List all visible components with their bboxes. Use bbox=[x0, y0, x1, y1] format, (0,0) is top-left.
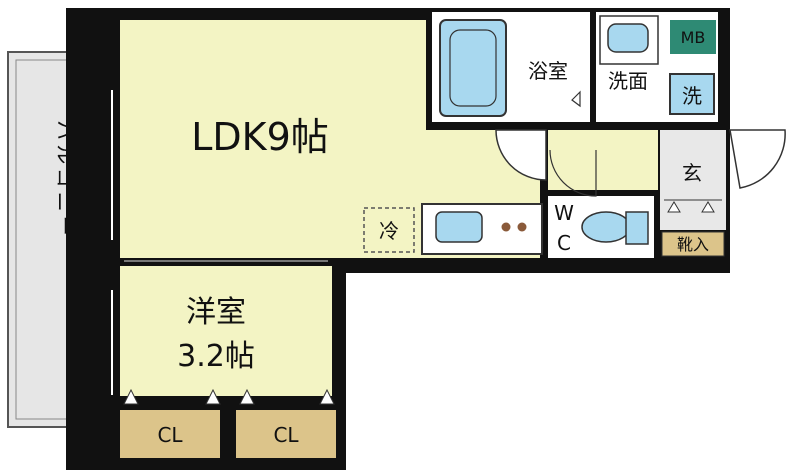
entrance-door bbox=[729, 129, 786, 189]
wc-label-w: W bbox=[554, 201, 574, 225]
shoe-box-label: 靴入 bbox=[677, 235, 709, 254]
western-room-label: 洋室 bbox=[186, 295, 246, 330]
closet-right-label: CL bbox=[273, 423, 299, 447]
bath-label: 浴室 bbox=[528, 59, 568, 83]
fridge-space: 冷 bbox=[363, 207, 415, 253]
sink-icon bbox=[435, 211, 483, 243]
ldk-label: LDK9帖 bbox=[191, 115, 329, 159]
entrance: 玄 靴入 bbox=[660, 130, 726, 257]
closet-right: CL bbox=[236, 410, 336, 458]
wc-label-c: C bbox=[557, 231, 571, 255]
hallway-floor bbox=[548, 130, 658, 190]
toilet-icon bbox=[581, 211, 631, 243]
stove-burner-icon bbox=[517, 222, 527, 232]
western-room-size: 3.2帖 bbox=[177, 339, 255, 374]
wc: W C bbox=[548, 149, 654, 258]
meter-box-label: MB bbox=[681, 28, 706, 47]
washroom-label: 洗面 bbox=[608, 69, 648, 93]
entrance-label: 玄 bbox=[682, 161, 702, 185]
closet-left-label: CL bbox=[157, 423, 183, 447]
meter-box bbox=[670, 20, 716, 54]
closet-left: CL bbox=[120, 410, 220, 458]
washer-label: 洗 bbox=[682, 84, 702, 108]
fridge-label: 冷 bbox=[379, 219, 399, 243]
washroom: 洗面 MB 洗 bbox=[596, 12, 718, 122]
kitchen-counter bbox=[421, 203, 543, 255]
stove-burner-icon bbox=[501, 222, 511, 232]
western-room: 洋室 3.2帖 bbox=[120, 266, 335, 405]
washroom-door bbox=[495, 129, 547, 181]
shoe-box bbox=[661, 231, 725, 257]
washer-space bbox=[669, 73, 715, 115]
bathroom: 浴室 bbox=[432, 12, 590, 122]
